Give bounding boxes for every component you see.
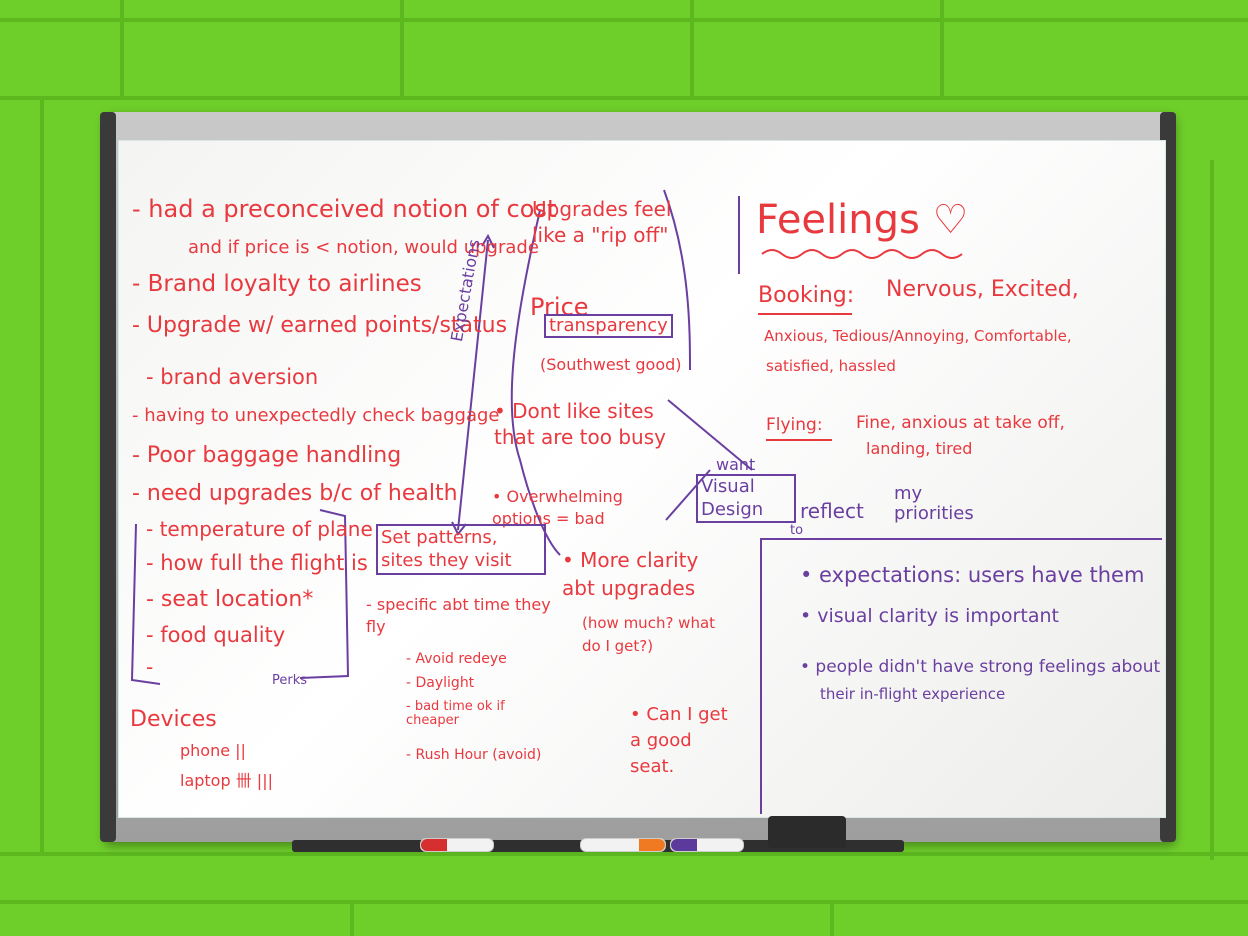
- baggage-handling: - Poor baggage handling: [132, 443, 402, 468]
- flying-label: Flying:: [766, 415, 823, 435]
- southwest-note: (Southwest good): [540, 355, 682, 374]
- daylight: - Daylight: [406, 675, 475, 691]
- booking-line-1: Nervous, Excited,: [886, 277, 1079, 302]
- upgrades-health: - need upgrades b/c of health: [132, 481, 458, 506]
- booking-line-3: satisfied, hassled: [766, 357, 896, 375]
- specific-time-note: - specific abt time they fly: [366, 595, 551, 636]
- transparency-label: transparency: [544, 314, 673, 338]
- overwhelming-note: • Overwhelming options = bad: [492, 487, 623, 528]
- to-label: to: [790, 523, 804, 538]
- purple-marker[interactable]: [670, 838, 744, 852]
- patterns-note: Set patterns, sites they visit: [376, 524, 546, 575]
- perk-item: - how full the flight is: [146, 551, 368, 575]
- avoid-redeye: - Avoid redeye: [406, 651, 507, 667]
- perks-label: Perks: [272, 673, 308, 688]
- baggage-check: - having to unexpectedly check baggage: [132, 405, 500, 426]
- devices-title: Devices: [130, 707, 217, 732]
- feelings-title: Feelings ♡: [756, 197, 969, 243]
- perk-item: -: [146, 655, 154, 679]
- feelings-divider: [738, 196, 740, 274]
- whiteboard-surface: [118, 140, 1166, 818]
- summary-feelings-1: • people didn't have strong feelings abo…: [800, 657, 1161, 677]
- booking-label: Booking:: [758, 283, 855, 308]
- visual-design-label: Visual Design: [696, 474, 796, 523]
- ripoff-note: Upgrades feel like a "rip off": [532, 197, 672, 247]
- reflect-label: reflect: [800, 499, 864, 523]
- priorities-label: my priorities: [894, 483, 974, 524]
- whiteboard-left-cap: [100, 112, 116, 842]
- flying-line-1: Fine, anxious at take off,: [856, 413, 1065, 433]
- summary-clarity: • visual clarity is important: [800, 605, 1059, 627]
- summary-box-left: [760, 538, 762, 814]
- bad-time-note: - bad time ok if cheaper: [406, 699, 505, 729]
- perk-item: - seat location*: [146, 587, 314, 612]
- cost-line-1: - had a preconceived notion of cost: [132, 195, 557, 223]
- how-much-note: (how much? what do I get?): [582, 614, 716, 655]
- whiteboard-eraser[interactable]: [768, 816, 846, 848]
- perk-item: - temperature of plane: [146, 517, 373, 541]
- summary-box-top: [760, 538, 1162, 540]
- busy-sites-note: • Dont like sites that are too busy: [494, 399, 666, 449]
- rush-hour: - Rush Hour (avoid): [406, 747, 542, 763]
- summary-expectations: • expectations: users have them: [800, 563, 1145, 587]
- upgrade-points: - Upgrade w/ earned points/status: [132, 313, 508, 338]
- clarity-note: • More clarity abt upgrades: [562, 548, 699, 600]
- flying-line-2: landing, tired: [866, 439, 973, 458]
- booking-line-2: Anxious, Tedious/Annoying, Comfortable,: [764, 327, 1072, 345]
- brand-aversion: - brand aversion: [146, 365, 319, 389]
- good-seat-note: • Can I get a good seat.: [630, 704, 728, 778]
- devices-laptop: laptop 卌 |||: [180, 771, 273, 790]
- red-marker[interactable]: [420, 838, 494, 852]
- cost-line-2: and if price is < notion, would upgrade: [188, 237, 539, 258]
- orange-marker[interactable]: [580, 838, 666, 852]
- devices-phone: phone ||: [180, 741, 246, 760]
- want-label: want: [716, 455, 756, 474]
- perk-item: - food quality: [146, 623, 286, 647]
- summary-feelings-2: their in-flight experience: [820, 685, 1006, 703]
- brand-loyalty: - Brand loyalty to airlines: [132, 271, 422, 297]
